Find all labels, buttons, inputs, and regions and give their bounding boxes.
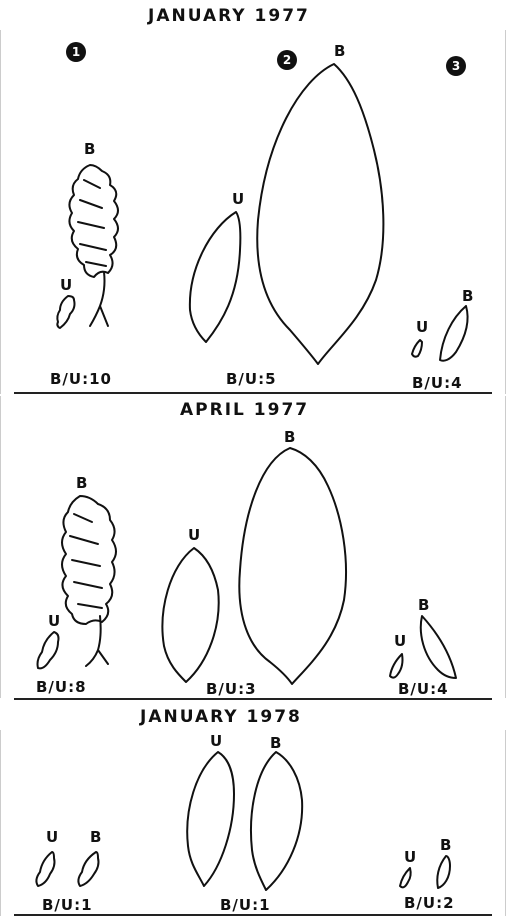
label-b-sp1-p1: B	[84, 140, 95, 158]
label-u-sp2-p1: U	[232, 190, 244, 208]
species-1-unbranched-leaf-apr-1977	[38, 632, 59, 668]
ratio-sp3-jan-1978: B/U:2	[404, 894, 455, 912]
ratio-sp3-jan-1977: B/U:4	[412, 374, 463, 392]
species-2-branched-leaf-apr-1977	[239, 448, 346, 684]
ratio-sp2-jan-1977: B/U:5	[226, 370, 277, 388]
species-3-branched-leaf-jan-1978	[437, 856, 450, 888]
label-u-sp3-p3: U	[404, 848, 416, 866]
species-2-unbranched-leaf-jan-1977	[190, 212, 240, 342]
species-3-branched-leaf-apr-1977	[421, 616, 456, 678]
species-2-branched-leaf-jan-1977	[257, 64, 383, 364]
species-3-unbranched-leaf-apr-1977	[390, 654, 403, 678]
species-3-unbranched-leaf-jan-1978	[400, 868, 411, 887]
label-b-sp1-p3: B	[90, 828, 101, 846]
label-u-sp3-p1: U	[416, 318, 428, 336]
ratio-sp1-jan-1977: B/U:10	[50, 370, 112, 388]
species-2-branched-leaf-jan-1978	[251, 752, 302, 890]
species-1-unbranched-leaf-jan-1978	[36, 852, 54, 886]
label-b-sp3-p3: B	[440, 836, 451, 854]
label-u-sp2-p2: U	[188, 526, 200, 544]
label-u-sp3-p2: U	[394, 632, 406, 650]
label-b-sp2-p2: B	[284, 428, 295, 446]
label-b-sp2-p1: B	[334, 42, 345, 60]
species-2-unbranched-leaf-apr-1977	[162, 548, 218, 682]
label-b-sp3-p1: B	[462, 287, 473, 305]
species-3-unbranched-leaf-jan-1977	[412, 340, 422, 357]
label-u-sp1-p2: U	[48, 612, 60, 630]
species-1-unbranched-leaf-jan-1977	[57, 296, 74, 328]
ratio-sp2-apr-1977: B/U:3	[206, 680, 257, 698]
ratio-sp2-jan-1978: B/U:1	[220, 896, 271, 914]
species-1-branched-shoot-apr-1977	[62, 496, 116, 666]
ratio-sp1-apr-1977: B/U:8	[36, 678, 87, 696]
species-3-branched-leaf-jan-1977	[440, 306, 468, 361]
species-2-unbranched-leaf-jan-1978	[187, 752, 234, 886]
label-u-sp2-p3: U	[210, 732, 222, 750]
label-b-sp2-p3: B	[270, 734, 281, 752]
label-u-sp1-p1: U	[60, 276, 72, 294]
label-b-sp3-p2: B	[418, 596, 429, 614]
species-1-branched-leaf-jan-1978	[78, 852, 98, 886]
ratio-sp1-jan-1978: B/U:1	[42, 896, 93, 914]
label-b-sp1-p2: B	[76, 474, 87, 492]
species-1-branched-shoot-jan-1977	[69, 165, 118, 326]
ratio-sp3-apr-1977: B/U:4	[398, 680, 449, 698]
label-u-sp1-p3: U	[46, 828, 58, 846]
